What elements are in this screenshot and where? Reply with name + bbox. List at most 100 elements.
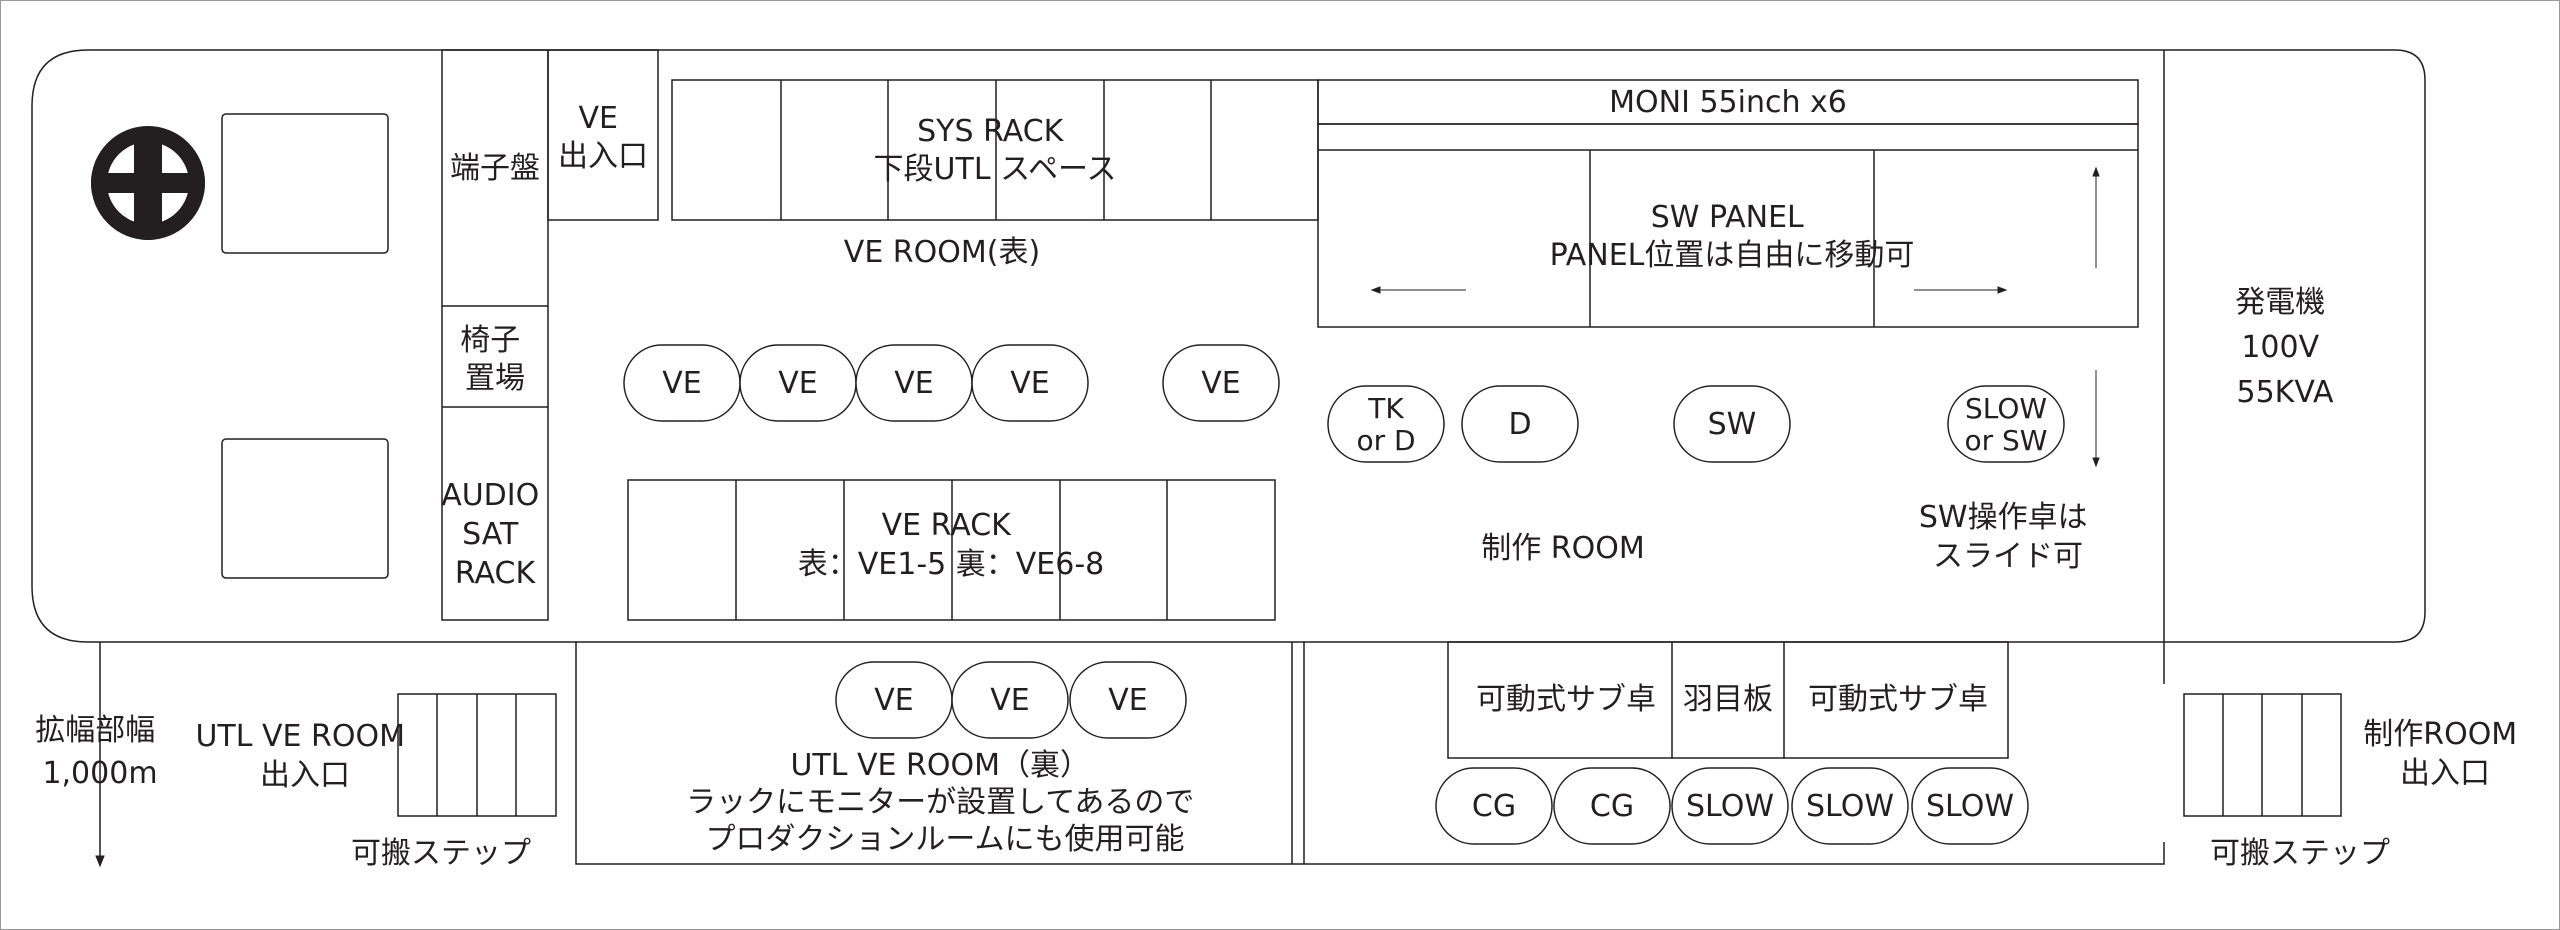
- text-line: SW操作卓は: [1919, 500, 2088, 535]
- left-column-box: [441, 49, 549, 621]
- front-window-lower: [221, 438, 389, 579]
- seat-outline: [1673, 385, 1791, 463]
- chair-storage-label: 椅子 置場: [460, 323, 530, 396]
- seat-outline: [1553, 767, 1671, 845]
- seat-label-line: D: [1508, 407, 1531, 442]
- seat-label-line: CG: [1472, 789, 1516, 824]
- seat-label: CG: [1472, 789, 1516, 824]
- siding-label: 羽目板: [1683, 682, 1773, 717]
- text-line: VE RACK: [882, 508, 1013, 543]
- seat: VE: [855, 344, 973, 422]
- seat-label-line: SLOW: [1686, 789, 1774, 824]
- seat-label: VE: [1010, 366, 1049, 401]
- generator-label: 発電機 100V 55KVA: [2235, 285, 2335, 410]
- seat-label: SW: [1708, 407, 1757, 442]
- seat-label-line: VE: [990, 683, 1029, 718]
- text-line: 発電機: [2235, 285, 2325, 320]
- seat-label-line: VE: [1010, 366, 1049, 401]
- seat-label-line: VE: [662, 366, 701, 401]
- sub-desk-area: [1447, 641, 2009, 759]
- seat-label-line: VE: [894, 366, 933, 401]
- seat: SW: [1673, 385, 1791, 463]
- seat-label: SLOW: [1806, 789, 1894, 824]
- production-room-label: 制作 ROOM: [1481, 531, 1645, 566]
- text-line: AUDIO: [441, 478, 539, 513]
- seat: VE: [971, 344, 1089, 422]
- seat: CG: [1435, 767, 1553, 845]
- text-line: 拡幅部幅: [35, 713, 155, 748]
- text-line: SAT: [462, 517, 519, 552]
- text-line: 100V: [2241, 330, 2319, 365]
- seat: VE: [1162, 344, 1280, 422]
- seat: SLOW: [1671, 767, 1789, 845]
- seat-outline: [1069, 661, 1187, 739]
- text-line: ラックにモニターが設置してあるので: [686, 785, 1194, 820]
- seat: VE: [835, 661, 953, 739]
- ve-entrance-label: VE 出入口: [558, 101, 648, 174]
- seat-label: CG: [1590, 789, 1634, 824]
- ve-room-front-label: VE ROOM(表): [844, 235, 1040, 270]
- text-line: 出入口: [2400, 756, 2490, 791]
- sw-panel-label: SW PANEL PANEL位置は自由に移動可: [1550, 200, 1915, 273]
- seat-outline: [1671, 767, 1789, 845]
- seat-label: VE: [894, 366, 933, 401]
- text-line: 椅子: [460, 323, 520, 358]
- seat-label-line: SW: [1708, 407, 1757, 442]
- sys-rack-label: SYS RACK 下段UTL スペース: [874, 114, 1117, 187]
- seat-outline: [971, 344, 1089, 422]
- seat: CG: [1553, 767, 1671, 845]
- front-window-upper: [221, 113, 389, 254]
- seat-label: VE: [1201, 366, 1240, 401]
- arrow-head: [95, 855, 105, 868]
- seat-outline: [1327, 385, 1445, 463]
- seat: SLOW: [1911, 767, 2029, 845]
- seat-label: SLOW: [1926, 789, 2014, 824]
- seat-label-line: or D: [1356, 424, 1415, 457]
- text-line: 1,000m: [42, 756, 157, 791]
- seat-label-line: or SW: [1964, 424, 2047, 457]
- sw-panel-area: [1317, 123, 2139, 328]
- seat: VE: [1069, 661, 1187, 739]
- seat-outline: [1947, 385, 2065, 463]
- seat-label: VE: [874, 683, 913, 718]
- seat-label-line: VE: [874, 683, 913, 718]
- arrow-head: [1370, 286, 1381, 294]
- seat: VE: [739, 344, 857, 422]
- monitor-label: MONI 55inch x6: [1609, 85, 1847, 120]
- seat-label-line: SLOW: [1806, 789, 1894, 824]
- ve-entrance-box: [547, 49, 659, 221]
- arrow-head: [2092, 457, 2100, 468]
- portable-step-left-label: 可搬ステップ: [351, 836, 531, 871]
- seat: VE: [623, 344, 741, 422]
- text-line: SW PANEL: [1651, 200, 1804, 235]
- seat-label: VE: [662, 366, 701, 401]
- text-line: 置場: [465, 361, 525, 396]
- text-line: 表：VE1-5 裏：VE6-8: [798, 547, 1105, 582]
- steering-wheel-icon: [91, 126, 205, 240]
- seat-label-line: SLOW: [1926, 789, 2014, 824]
- sys-rack: [671, 79, 1319, 221]
- seat-label-line: VE: [1108, 683, 1147, 718]
- text-line: VE: [578, 101, 617, 136]
- seat-label: D: [1508, 407, 1531, 442]
- arrow-head: [1997, 286, 2008, 294]
- seat-outline: [1162, 344, 1280, 422]
- seat-outline: [951, 661, 1069, 739]
- seat-outline: [1911, 767, 2029, 845]
- seat-label: VE: [990, 683, 1029, 718]
- audio-rack-label: AUDIO SAT RACK: [441, 478, 549, 591]
- sub-desk-right-label: 可動式サブ卓: [1808, 682, 1988, 717]
- text-line: RACK: [455, 556, 537, 591]
- seat-label: VE: [778, 366, 817, 401]
- text-line: 出入口: [260, 758, 350, 793]
- utl-ve-entrance-label: UTL VE ROOM 出入口: [195, 719, 414, 793]
- seat: SLOW: [1791, 767, 1909, 845]
- text-line: UTL VE ROOM: [195, 719, 405, 754]
- seat-outline: [1435, 767, 1553, 845]
